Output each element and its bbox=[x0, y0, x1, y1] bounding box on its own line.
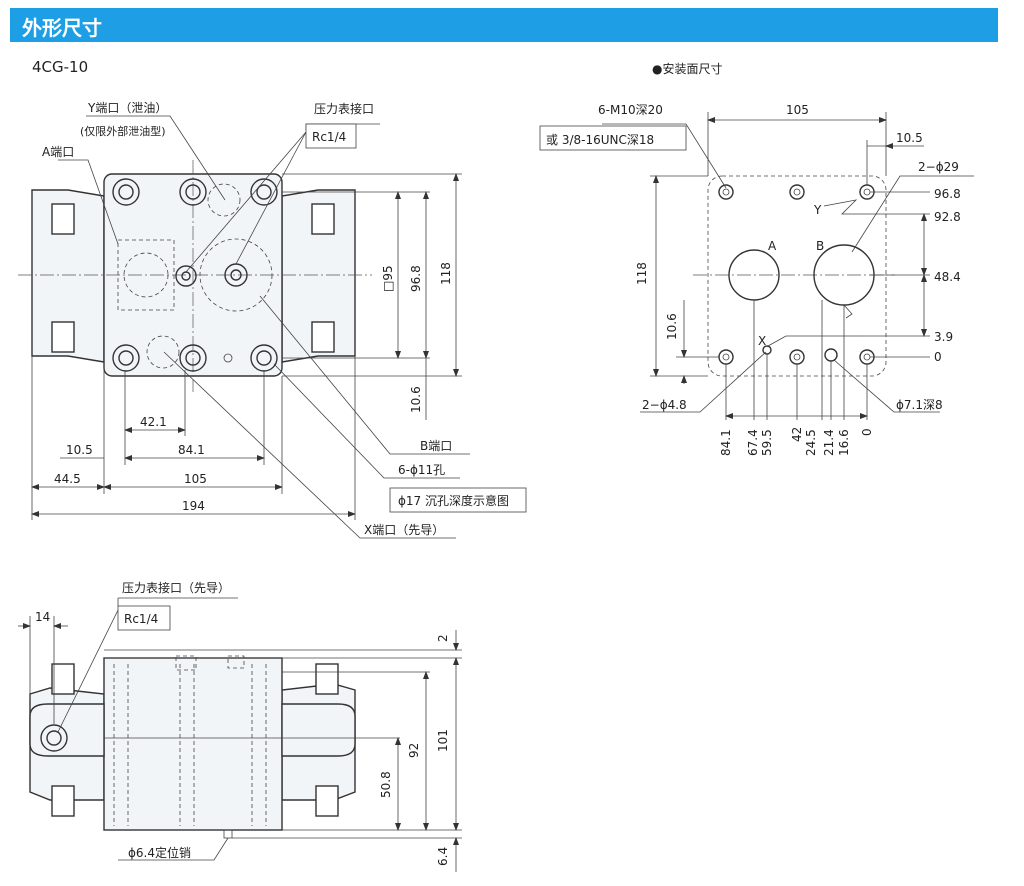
dim-10-5: 10.5 bbox=[66, 443, 93, 457]
side-thread: Rc1/4 bbox=[124, 612, 158, 626]
x-port-label: X端口（先导） bbox=[364, 523, 444, 537]
ord-3-9: 3.9 bbox=[934, 330, 953, 344]
mount-port-x: X bbox=[758, 334, 766, 348]
holes-label: 6-ϕ11孔 bbox=[398, 463, 445, 477]
side-dim-14: 14 bbox=[35, 610, 50, 624]
counterbore-label: ϕ17 沉孔深度示意图 bbox=[398, 493, 509, 508]
mount-dim-10-6: 10.6 bbox=[665, 313, 679, 340]
y-port-label: Y端口（泄油） bbox=[87, 101, 167, 115]
ord-67-4: 67.4 bbox=[746, 429, 760, 456]
dim-194: 194 bbox=[182, 499, 205, 513]
ord-48-4: 48.4 bbox=[934, 270, 961, 284]
pin-hole-depth: ϕ7.1深8 bbox=[896, 398, 943, 412]
ord-42: 42 bbox=[790, 427, 804, 442]
side-dim-92: 92 bbox=[407, 743, 421, 758]
gauge-pilot-label: 压力表接口（先导） bbox=[122, 580, 230, 595]
dim-42-1: 42.1 bbox=[140, 415, 167, 429]
ord-21-4: 21.4 bbox=[822, 429, 836, 456]
locating-pin: ϕ6.4定位销 bbox=[128, 845, 191, 860]
gauge-port-label: 压力表接口 bbox=[314, 101, 374, 116]
dim-96-8: 96.8 bbox=[409, 265, 423, 292]
mount-port-y: Y bbox=[813, 203, 822, 217]
side-dim-50-8: 50.8 bbox=[379, 771, 393, 798]
section-title: 外形尺寸 bbox=[22, 16, 102, 40]
ord-0-bottom: 0 bbox=[860, 428, 874, 436]
dim-sq95: □95 bbox=[381, 265, 395, 292]
top-view bbox=[18, 115, 527, 539]
mounting-surface-title: ●安装面尺寸 bbox=[652, 62, 723, 76]
side-dim-101: 101 bbox=[436, 729, 450, 752]
dim-10-6: 10.6 bbox=[409, 386, 423, 413]
ord-84-1: 84.1 bbox=[719, 429, 733, 456]
mount-dim-118: 118 bbox=[635, 262, 649, 285]
dim-44-5: 44.5 bbox=[54, 472, 81, 486]
dim-105: 105 bbox=[184, 472, 207, 486]
y-port-note: (仅限外部泄油型) bbox=[80, 124, 166, 138]
model-label: 4CG-10 bbox=[32, 58, 89, 76]
mounting-view bbox=[539, 112, 974, 420]
b-port-label: B端口 bbox=[420, 439, 452, 453]
ord-16-6: 16.6 bbox=[837, 429, 851, 456]
mount-port-a: A bbox=[768, 239, 777, 253]
port-diameter: 2−ϕ29 bbox=[918, 160, 959, 174]
ord-96-8: 96.8 bbox=[934, 187, 961, 201]
gauge-port-thread: Rc1/4 bbox=[312, 130, 346, 144]
ord-0-right: 0 bbox=[934, 350, 942, 364]
dim-84-1: 84.1 bbox=[178, 443, 205, 457]
side-dim-2: 2 bbox=[436, 634, 450, 642]
ord-59-5: 59.5 bbox=[760, 429, 774, 456]
section-header: 外形尺寸 bbox=[10, 8, 998, 42]
ord-92-8: 92.8 bbox=[934, 210, 961, 224]
mount-dim-10-5: 10.5 bbox=[896, 131, 923, 145]
dim-118: 118 bbox=[439, 262, 453, 285]
side-dim-6-4: 6.4 bbox=[436, 847, 450, 866]
mount-dim-105: 105 bbox=[786, 103, 809, 117]
pin-hole-dia: 2−ϕ4.8 bbox=[642, 398, 687, 412]
side-view bbox=[18, 597, 462, 872]
thread-spec: 6-M10深20 bbox=[598, 103, 663, 117]
ord-24-5: 24.5 bbox=[804, 429, 818, 456]
a-port-label: A端口 bbox=[42, 145, 74, 159]
thread-spec-alt: 或 3/8-16UNC深18 bbox=[546, 133, 654, 147]
mount-port-b: B bbox=[816, 239, 824, 253]
